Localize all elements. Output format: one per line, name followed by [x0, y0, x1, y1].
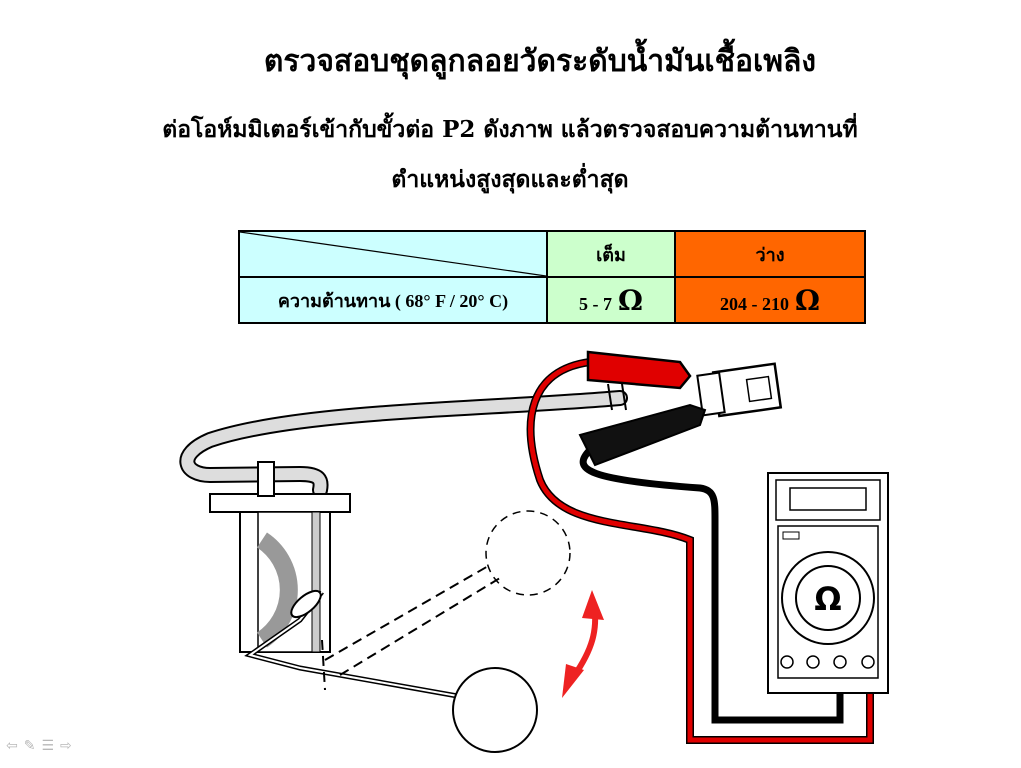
value-full-range: 5 - 7 [579, 293, 613, 314]
next-arrow-icon[interactable]: ⇨ [60, 738, 78, 754]
value-empty-range: 204 - 210 [720, 293, 790, 314]
fuel-sender-unit [209, 461, 351, 653]
ohm-icon: Ω [814, 580, 841, 618]
pen-icon[interactable]: ✎ [23, 738, 42, 754]
red-probe [586, 350, 692, 390]
header-empty: ว่าง [674, 230, 866, 278]
prev-arrow-icon[interactable]: ⇦ [6, 738, 24, 754]
float-arm-high [321, 577, 501, 691]
connector-p2 [696, 362, 783, 418]
table-header-row: เต็ม ว่าง [238, 230, 866, 278]
float-low [452, 667, 538, 753]
slide-nav: ⇦✎☰⇨ [6, 738, 78, 754]
row-label-resistance: ความต้านทาน ( 68° F / 20° C) [238, 276, 548, 324]
motion-arrow [562, 590, 604, 698]
black-test-lead [579, 447, 844, 724]
ohm-icon: Ω [618, 283, 643, 317]
diagonal-line [240, 232, 546, 276]
ohm-icon: Ω [795, 283, 820, 317]
float-high [485, 510, 571, 596]
header-full: เต็ม [546, 230, 676, 278]
instruction-line-1: ต่อโอห์มมิเตอร์เข้ากับขั้วต่อ P2 ดังภาพ … [162, 116, 858, 143]
menu-icon[interactable]: ☰ [41, 738, 61, 754]
table-corner-cell [238, 230, 548, 278]
slide-title: ตรวจสอบชุดลูกลอยวัดระดับน้ำมันเชื้อเพลิง [263, 44, 817, 79]
resistance-table: เต็ม ว่าง ความต้านทาน ( 68° F / 20° C) 5… [238, 230, 866, 324]
ohm-meter: Ω [767, 472, 889, 694]
black-probe [578, 403, 707, 467]
instruction-line-2: ตำแหน่งสูงสุดและต่ำสุด [391, 166, 629, 193]
